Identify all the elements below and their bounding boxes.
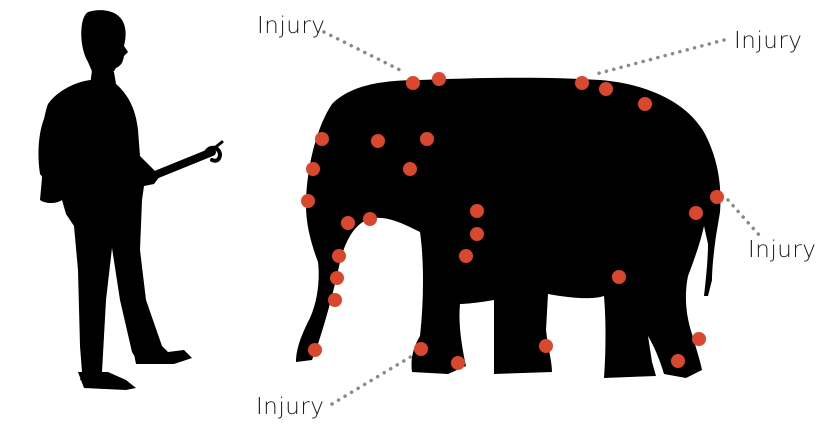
- leader-line-top-left: [324, 32, 404, 72]
- injury-marker: [539, 339, 553, 353]
- callout-label-top-left: Injury: [257, 13, 325, 39]
- injury-marker: [692, 332, 706, 346]
- injury-marker: [330, 271, 344, 285]
- injury-marker: [710, 190, 724, 204]
- injury-marker: [599, 82, 613, 96]
- callout-label-bottom-left: Injury: [256, 394, 324, 420]
- injury-marker: [414, 342, 428, 356]
- callout-label-top-right: Injury: [734, 28, 802, 54]
- injury-marker: [308, 343, 322, 357]
- injury-marker: [406, 76, 420, 90]
- injury-marker: [341, 216, 355, 230]
- handler-silhouette: [38, 10, 192, 390]
- injury-marker: [306, 162, 320, 176]
- injury-marker: [451, 356, 465, 370]
- injury-marker: [575, 76, 589, 90]
- injury-marker: [638, 97, 652, 111]
- elephant-silhouette: [296, 78, 720, 378]
- injury-marker: [459, 249, 473, 263]
- injury-marker: [332, 249, 346, 263]
- leader-line-right: [728, 200, 760, 236]
- injury-marker: [612, 270, 626, 284]
- injury-marker: [403, 162, 417, 176]
- injury-marker: [470, 204, 484, 218]
- injury-marker: [689, 206, 703, 220]
- injury-marker: [671, 354, 685, 368]
- injury-marker: [470, 227, 484, 241]
- injury-marker: [371, 134, 385, 148]
- injury-marker: [301, 194, 315, 208]
- injury-marker: [328, 293, 342, 307]
- bullhook-icon: [138, 142, 222, 182]
- leader-line-top-right: [596, 40, 724, 74]
- injury-marker: [315, 132, 329, 146]
- injury-marker: [432, 72, 446, 86]
- callout-label-right: Injury: [748, 237, 816, 263]
- injury-marker: [420, 132, 434, 146]
- injury-marker: [363, 212, 377, 226]
- leader-line-bottom-left: [332, 356, 412, 404]
